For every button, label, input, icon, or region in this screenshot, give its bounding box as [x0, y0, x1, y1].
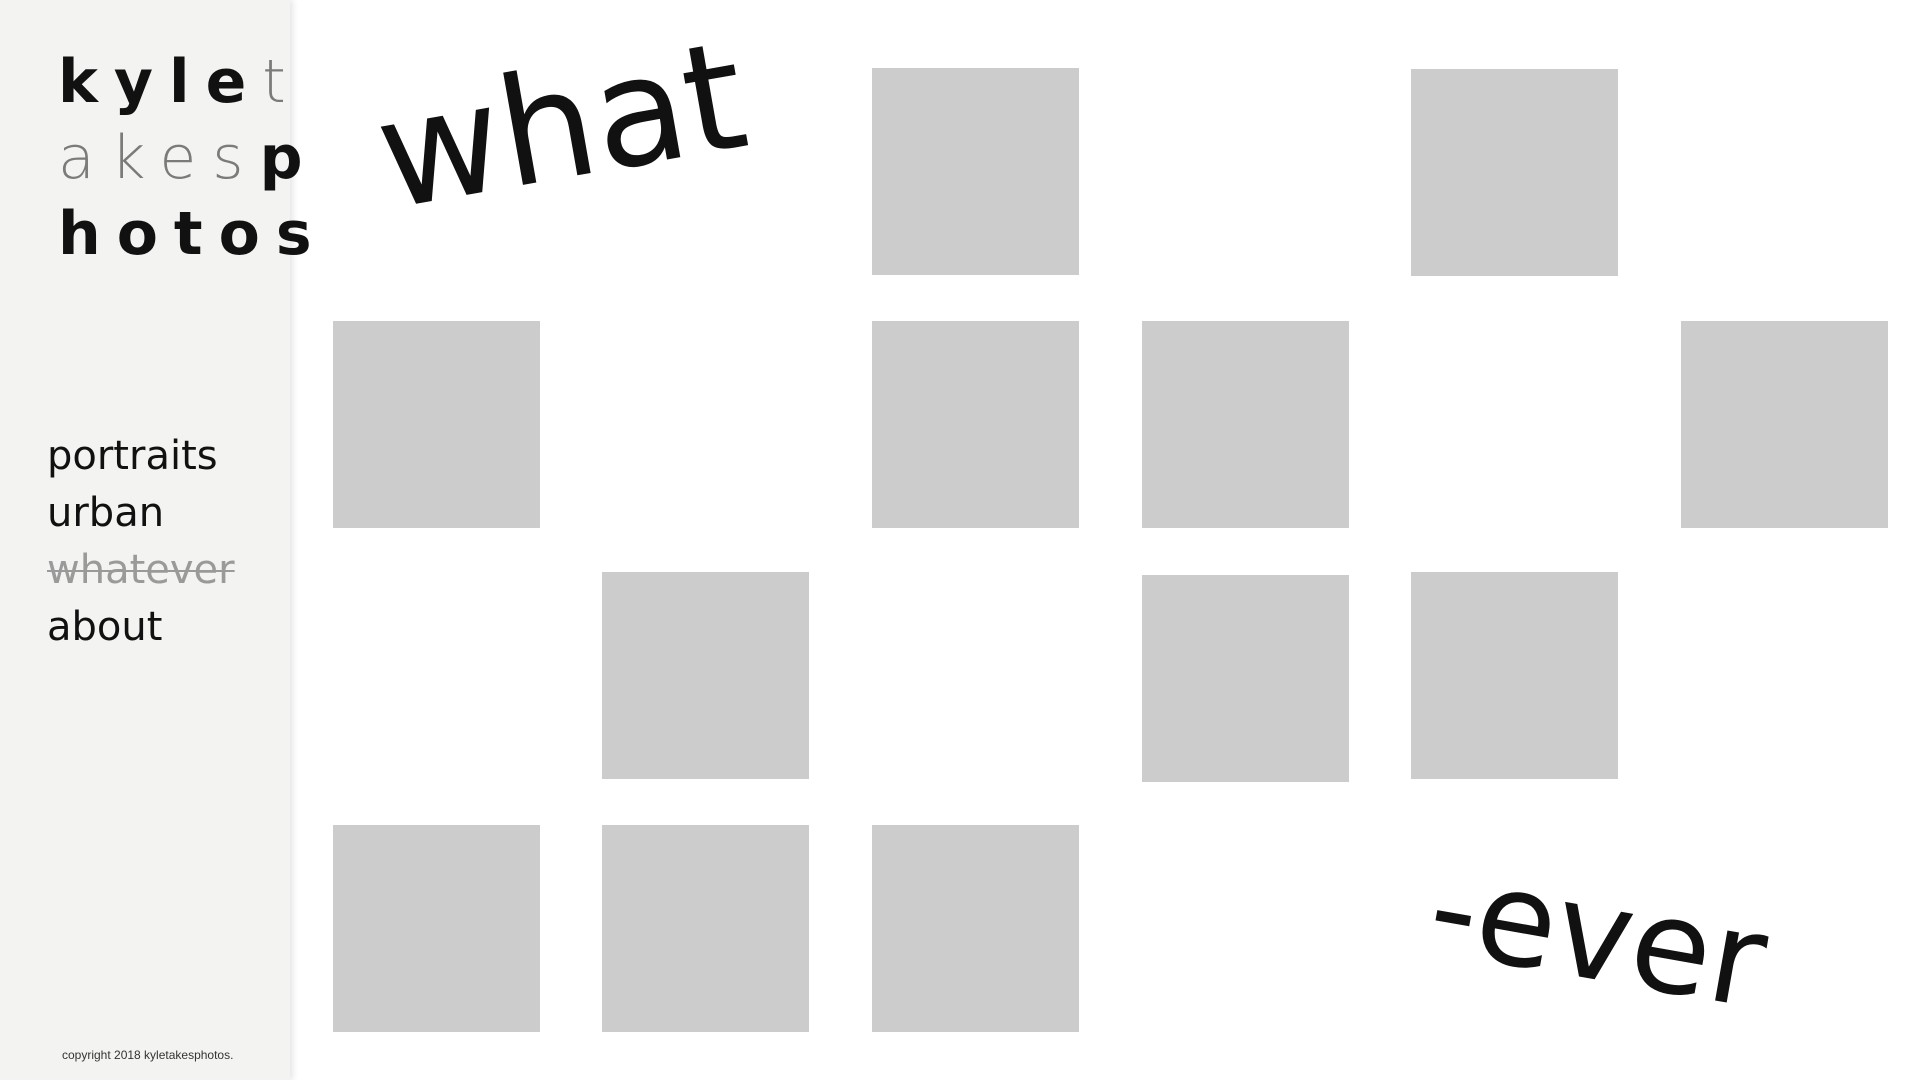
photo-tile[interactable] [1142, 575, 1349, 782]
sidebar: kylet akesp hotos portraits urban whatev… [0, 0, 312, 1080]
nav-item-about[interactable]: about [47, 604, 163, 650]
photo-tile[interactable] [602, 572, 809, 779]
photo-tile[interactable] [333, 321, 540, 528]
main-nav: portraits urban whatever about [47, 428, 235, 656]
photo-tile[interactable] [1411, 69, 1618, 276]
photo-tile[interactable] [602, 825, 809, 1032]
logo-row-2-bold: p [259, 123, 319, 193]
nav-item-portraits[interactable]: portraits [47, 433, 218, 479]
logo-row-3: hotos [58, 196, 312, 272]
nav-item-urban[interactable]: urban [47, 490, 165, 536]
gallery-heading-ever: -ever [1418, 830, 1778, 1039]
photo-tile[interactable] [1411, 572, 1618, 779]
logo-row-2: akesp [58, 120, 303, 196]
logo-row-2-light: akes [58, 123, 260, 193]
photo-tile[interactable] [1681, 321, 1888, 528]
photo-tile[interactable] [872, 825, 1079, 1032]
nav-item-whatever[interactable]: whatever [47, 547, 235, 593]
photo-tile[interactable] [872, 321, 1079, 528]
logo-row-1-light: t [262, 47, 302, 117]
logo-row-1-bold: kyle [58, 47, 263, 117]
gallery-heading-what: what [364, 8, 758, 244]
photo-tile[interactable] [1142, 321, 1349, 528]
copyright-text: copyright 2018 kyletakesphotos. [62, 1048, 234, 1062]
photo-tile[interactable] [872, 68, 1079, 275]
logo-row-3-bold: hotos [58, 199, 328, 269]
logo-row-1: kylet [58, 44, 286, 120]
photo-tile[interactable] [333, 825, 540, 1032]
site-logo[interactable]: kylet akesp hotos [58, 44, 312, 272]
